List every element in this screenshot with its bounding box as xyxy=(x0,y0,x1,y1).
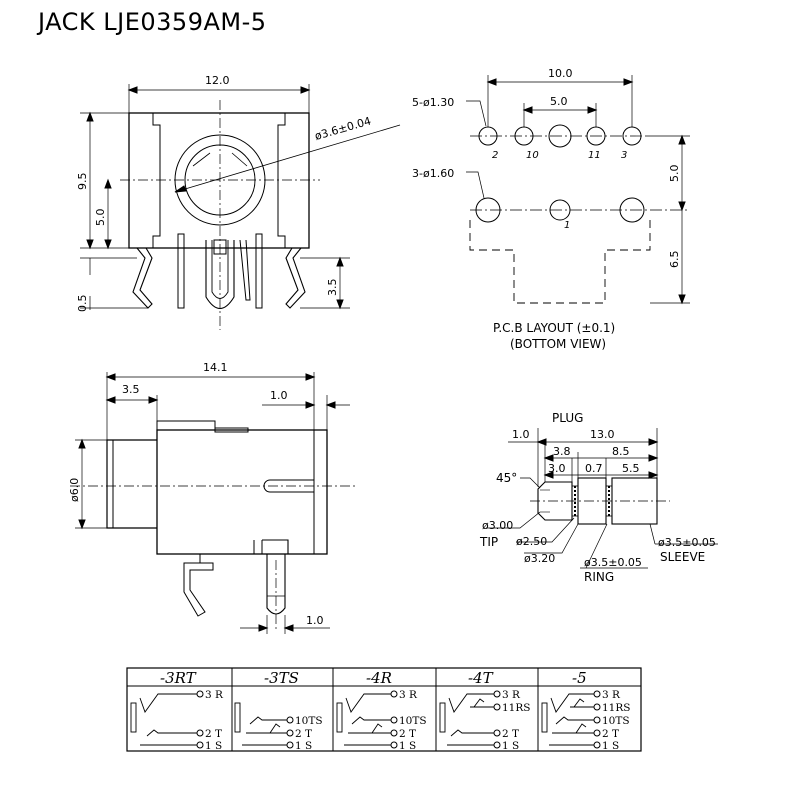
pcb-inner-dim: 5.0 xyxy=(550,95,568,108)
plug-dim-e: 5.5 xyxy=(622,462,640,475)
plug-d250: ø2.50 xyxy=(516,535,547,548)
pin-text: 11RS xyxy=(602,702,630,714)
front-height-dim: 9.5 xyxy=(76,173,89,191)
pin-text: 2 T xyxy=(502,728,519,740)
pin-text: 2 T xyxy=(205,728,222,740)
side-length-dim: 14.1 xyxy=(203,361,228,374)
plug-d320: ø3.20 xyxy=(524,552,555,565)
pin-text: 10TS xyxy=(295,715,323,727)
plug-ring-dia: ø3.5±0.05 xyxy=(584,556,642,569)
pin-text: 3 R xyxy=(205,689,224,701)
pcb-caption: P.C.B LAYOUT (±0.1) xyxy=(493,321,615,335)
schematic-table: -3RT -3TS -4R -4T -5 3 R 2 T 1 S 10TS 2 … xyxy=(126,667,642,752)
pcb-v1-dim: 5.0 xyxy=(668,165,681,183)
pin-text: 3 R xyxy=(502,689,521,701)
pcb-layout: 10.0 5.0 5-ø1.30 3-ø1.60 5.0 6.5 2 10 11… xyxy=(412,67,690,351)
front-bore-dim: ø3.6±0.04 xyxy=(313,114,372,142)
plug-angle: 45° xyxy=(496,471,517,485)
schematic-cell: 10TS 2 T 1 S xyxy=(234,702,323,752)
pin-text: 3 R xyxy=(602,689,621,701)
pin-text: 2 T xyxy=(602,728,619,740)
pcb-small-holes: 5-ø1.30 xyxy=(412,96,454,109)
pin-text: 1 S xyxy=(399,740,416,752)
pin-text: 2 T xyxy=(399,728,416,740)
plug-dim-a: 3.8 xyxy=(553,445,571,458)
plug-dim-d: 0.7 xyxy=(585,462,603,475)
pin-text: 2 T xyxy=(295,728,312,740)
front-width-dim: 12.0 xyxy=(205,74,230,87)
front-center-dim: 5.0 xyxy=(94,209,107,227)
plug-tip-dia: ø3.00 xyxy=(482,519,513,532)
pcb-top-dim: 10.0 xyxy=(548,67,573,80)
front-pin-len-dim: 3.5 xyxy=(326,279,339,297)
pcb-v2-dim: 6.5 xyxy=(668,251,681,269)
schematic-cell: 3 R 11RS 2 T 1 S xyxy=(439,689,530,752)
table-header: -4R xyxy=(366,669,392,687)
schematic-cell: 3 R 2 T 1 S xyxy=(130,689,224,752)
pcb-large-holes: 3-ø1.60 xyxy=(412,167,454,180)
side-thickness-dim: 1.0 xyxy=(270,389,288,402)
table-header: -4T xyxy=(468,669,494,687)
side-diameter-dim: ø6.0 xyxy=(68,478,81,502)
plug-tip-len: 1.0 xyxy=(512,428,530,441)
pin-text: 10TS xyxy=(602,715,630,727)
front-view: 12.0 9.5 5.0 0.5 3.5 ø3.6±0.04 xyxy=(76,74,401,330)
plug-sleeve-label: SLEEVE xyxy=(660,550,705,564)
pcb-caption-sub: (BOTTOM VIEW) xyxy=(510,337,606,351)
plug-dim-b: 8.5 xyxy=(612,445,630,458)
pin-label: 11 xyxy=(588,150,601,161)
plug-title: PLUG xyxy=(552,411,583,425)
side-nose-dim: 3.5 xyxy=(122,383,140,396)
pin-label: 2 xyxy=(492,150,498,161)
plug-sleeve-dia: ø3.5±0.05 xyxy=(658,536,716,549)
schematic-cell: 3 R 10TS 2 T 1 S xyxy=(336,689,427,752)
side-pin-dim: 1.0 xyxy=(306,614,324,627)
plug-total-len: 13.0 xyxy=(590,428,615,441)
pin-text: 1 S xyxy=(602,740,619,752)
plug-tip-label: TIP xyxy=(479,535,498,549)
side-view: 14.1 3.5 1.0 ø6.0 1.0 xyxy=(68,361,355,634)
pin-text: 10TS xyxy=(399,715,427,727)
page-title: JACK LJE0359AM-5 xyxy=(38,8,267,36)
plug-drawing: PLUG 1.0 13.0 3.8 8.5 3.0 0.7 5.5 45° ø3… xyxy=(479,411,718,584)
pin-text: 11RS xyxy=(502,702,530,714)
pin-text: 3 R xyxy=(399,689,418,701)
front-offset-dim: 0.5 xyxy=(76,295,89,313)
pin-text: 1 S xyxy=(295,740,312,752)
pin-label: 1 xyxy=(564,220,570,231)
pin-text: 1 S xyxy=(205,740,222,752)
table-header: -3RT xyxy=(160,669,197,687)
schematic-cell: 3 R 11RS 10TS 2 T 1 S xyxy=(541,689,630,752)
plug-ring-label: RING xyxy=(584,570,614,584)
pin-label: 3 xyxy=(621,150,627,161)
table-header: -3TS xyxy=(264,669,299,687)
pin-text: 1 S xyxy=(502,740,519,752)
plug-dim-c: 3.0 xyxy=(548,462,566,475)
pin-label: 10 xyxy=(526,150,539,161)
table-header: -5 xyxy=(572,669,587,687)
